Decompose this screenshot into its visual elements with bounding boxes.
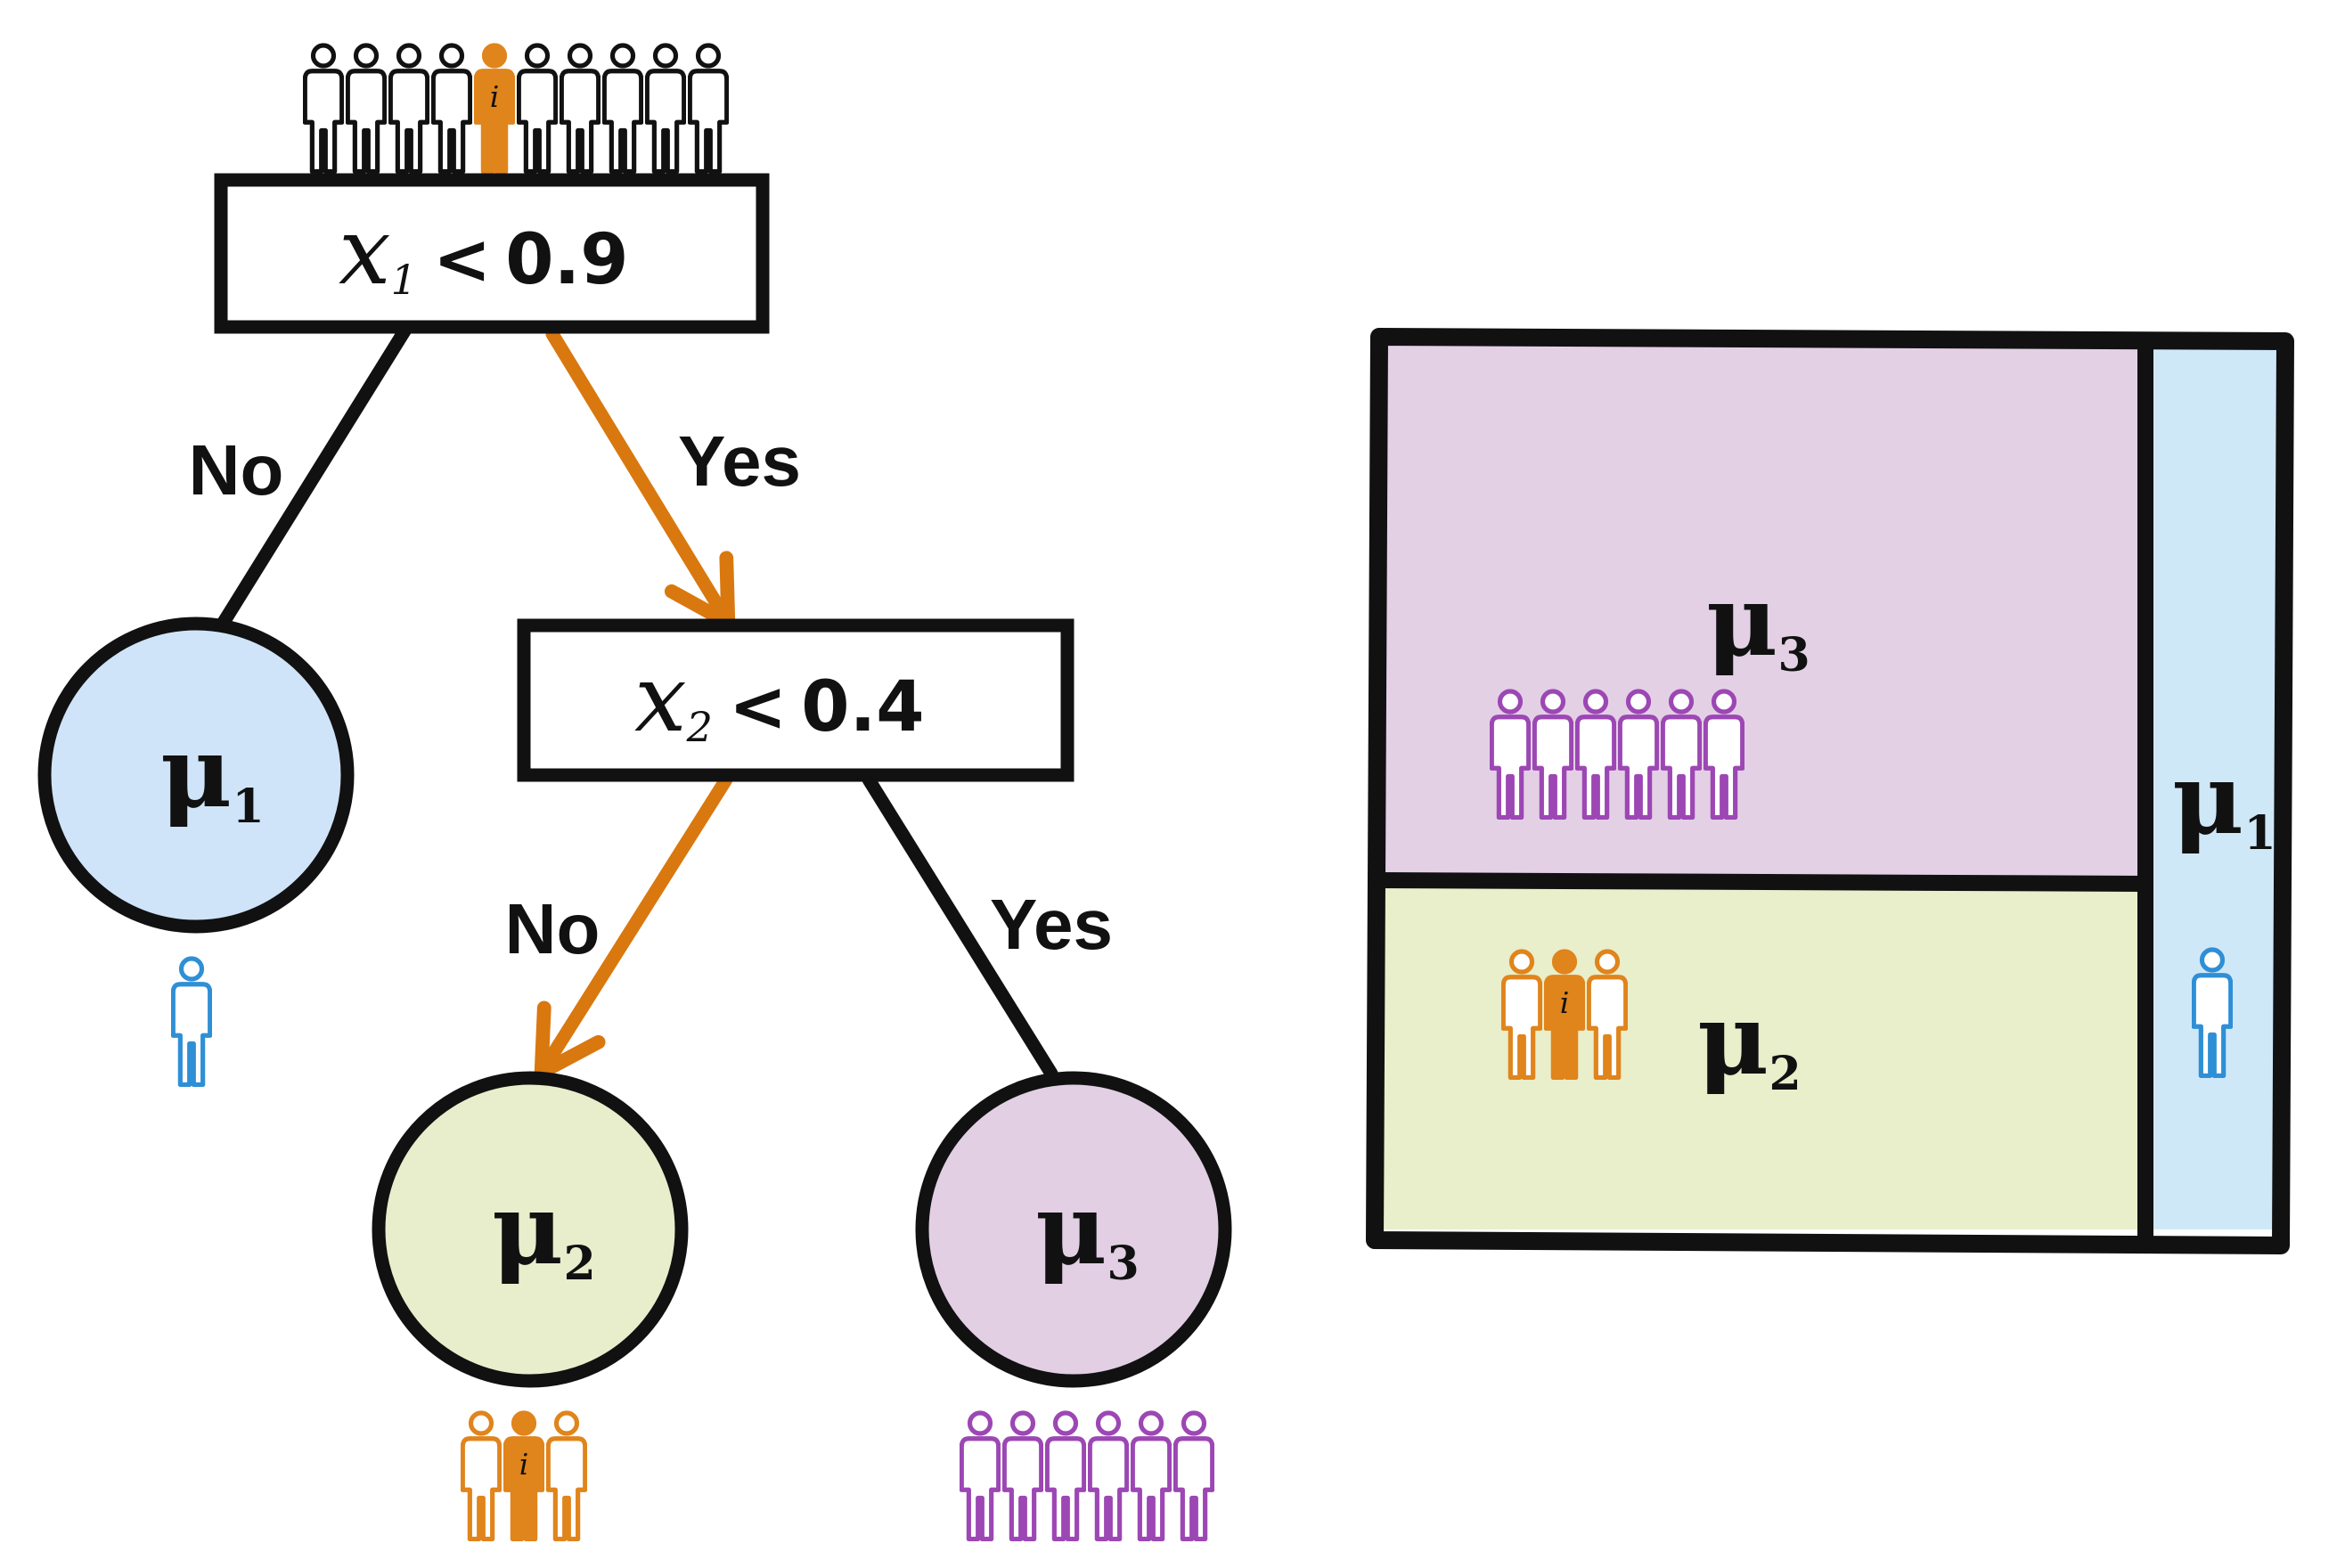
population-leaf-2: i [462,1413,584,1539]
second-split-node: x2<0.4 [517,618,1074,782]
leaf-3-label: μ3 [1035,1172,1140,1291]
leaf-node-1: μ1 [37,617,355,934]
person-icon [173,959,209,1084]
edge-node2-yes [862,772,1058,1081]
node2-condition: x2<0.4 [634,644,924,753]
partition-frame [1366,328,2294,1254]
leaf-node-3: μ3 [915,1071,1232,1388]
person-icon [561,45,598,171]
person-icon [390,45,427,171]
population-leaf-3 [961,1413,1212,1539]
person-icon [519,45,555,171]
person-icon [433,45,470,171]
split-x2 [1378,872,2146,892]
label-root-yes: Yes [678,421,801,501]
population-root: i [305,45,726,171]
person-icon [1175,1413,1212,1539]
person-icon [305,45,341,171]
label-root-no: No [189,430,284,510]
feature-space-partition: μ3 μ2 μ1 [1366,328,2294,1254]
leaf-2-label: μ2 [492,1172,596,1291]
person-icon [1090,1413,1126,1539]
person-icon [647,45,683,171]
highlighted-person-marker: i [490,79,500,114]
person-icon [690,45,726,171]
highlighted-person-marker: i [1560,985,1570,1020]
population-leaf-1 [173,959,209,1084]
person-icon [1047,1413,1083,1539]
edge-node2-no [534,772,733,1080]
person-icon [347,45,384,171]
region-mu2 [1379,878,2145,1229]
person-icon [1004,1413,1041,1539]
edge-root-yes [545,327,736,630]
edge-root-no [216,323,413,631]
person-icon [961,1413,998,1539]
person-icon [604,45,641,171]
label-node2-yes: Yes [990,885,1113,964]
root-condition: x1<0.9 [339,197,628,306]
region-2-label: μ2 [1697,982,1802,1101]
label-node2-no: No [505,889,601,968]
leaf-1-label: μ1 [160,715,265,834]
region-1-label: μ1 [2172,741,2276,861]
region-mu1 [2145,341,2277,1229]
root-split-node: x1<0.9 [214,173,770,334]
person-icon [462,1413,499,1539]
leaf-node-2: μ2 [372,1071,689,1388]
person-icon [548,1413,584,1539]
highlighted-person-marker: i [519,1447,529,1482]
population-region-2: i [1503,951,1625,1077]
region-3-label: μ3 [1706,563,1810,682]
person-icon [1132,1413,1169,1539]
